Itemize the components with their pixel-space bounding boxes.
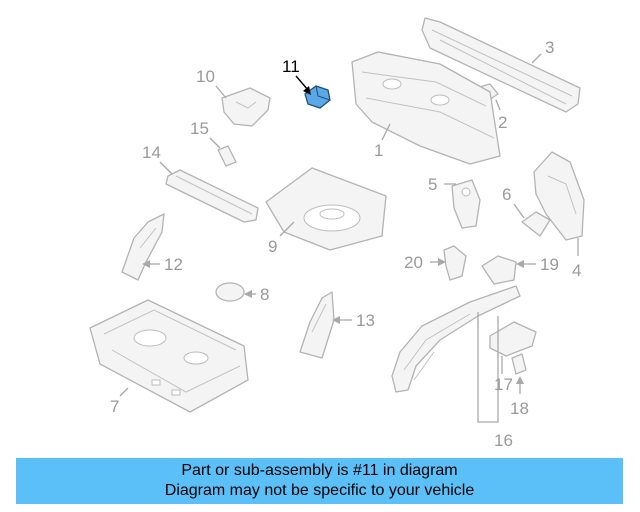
- part-6-shape[interactable]: [521, 211, 551, 237]
- callout-9: 9: [268, 237, 277, 256]
- callout-19: 19: [540, 255, 559, 274]
- part-17-shape[interactable]: [511, 353, 527, 375]
- callout-8: 8: [260, 285, 269, 304]
- part-8-shape[interactable]: [215, 282, 245, 302]
- part-9-shape[interactable]: [265, 167, 387, 251]
- banner-line-part-number: Part or sub-assembly is #11 in diagram: [181, 462, 458, 479]
- callout-3: 3: [545, 38, 554, 57]
- part-16-inner-shape[interactable]: [489, 321, 537, 357]
- part-19-shape[interactable]: [481, 255, 517, 285]
- part-16-shape[interactable]: [391, 285, 521, 393]
- part-13-shape[interactable]: [299, 291, 335, 359]
- part-12-shape[interactable]: [121, 213, 165, 281]
- part-7-shape[interactable]: [89, 299, 249, 413]
- callout-18: 18: [510, 399, 529, 418]
- callout-17: 17: [494, 375, 513, 394]
- callout-2: 2: [498, 113, 507, 132]
- callout-16: 16: [494, 431, 513, 450]
- callout-4: 4: [572, 261, 581, 280]
- callout-10: 10: [196, 67, 215, 86]
- callout-12: 12: [164, 255, 183, 274]
- callout-6: 6: [502, 185, 511, 204]
- part-1-shape[interactable]: [351, 51, 501, 165]
- part-3-shape[interactable]: [421, 17, 581, 113]
- part-5-shape[interactable]: [451, 179, 481, 229]
- info-banner: Part or sub-assembly is #11 in diagram D…: [16, 458, 623, 504]
- callout-11: 11: [282, 57, 300, 76]
- callout-14: 14: [142, 143, 161, 162]
- callout-7: 7: [110, 397, 119, 416]
- callout-15: 15: [190, 119, 209, 138]
- part-10-shape[interactable]: [221, 87, 271, 127]
- banner-line-disclaimer: Diagram may not be specific to your vehi…: [164, 482, 475, 499]
- callout-1: 1: [374, 141, 383, 160]
- part-14-shape[interactable]: [165, 169, 259, 223]
- part-15-shape[interactable]: [217, 145, 237, 167]
- part-4-shape[interactable]: [533, 151, 585, 241]
- part-20-shape[interactable]: [443, 245, 467, 281]
- callout-13: 13: [356, 311, 375, 330]
- callout-20: 20: [404, 253, 423, 272]
- callout-5: 5: [428, 175, 437, 194]
- part-11-highlighted-shape[interactable]: [304, 85, 331, 109]
